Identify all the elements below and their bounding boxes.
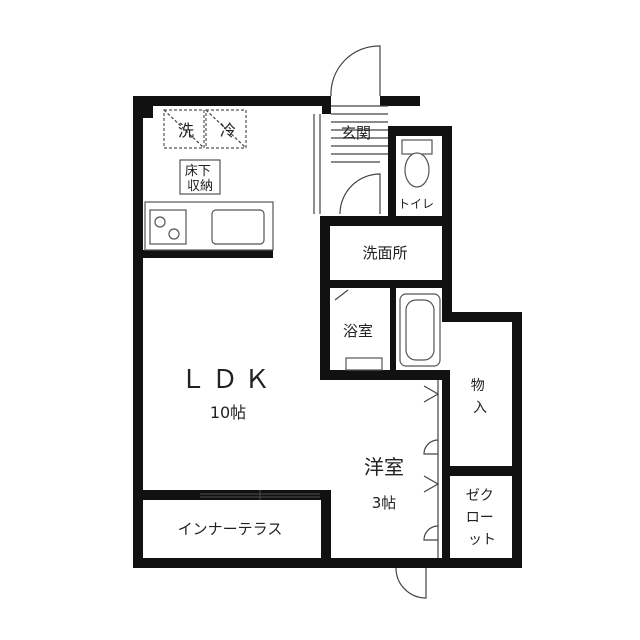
wall-top-toilet: [388, 126, 450, 136]
western-room-size: 3帖: [372, 494, 397, 512]
western-room-window-door: [395, 567, 427, 599]
inner-terrace-label: インナーテラス: [178, 520, 283, 538]
wall-kitchen-bottom: [143, 250, 273, 258]
wall-corner: [143, 106, 153, 118]
wall-bath-top: [320, 280, 450, 288]
wall-terrace-right: [321, 490, 331, 568]
bath-step: [345, 357, 383, 371]
wall-washroom-top: [320, 216, 450, 226]
bath-door-marker: [334, 289, 349, 301]
underfloor-storage-box: [179, 159, 221, 195]
underfloor-storage-label: 床下 収納: [185, 164, 215, 194]
bathtub-inner: [405, 299, 435, 361]
ldk-label: ＬＤＫ: [180, 365, 276, 395]
ldk-size: 10帖: [210, 403, 246, 422]
toilet-label: トイレ: [398, 197, 434, 211]
closet-door-3: [423, 439, 439, 455]
fridge-diag: [205, 109, 247, 149]
toilet-tank: [401, 139, 433, 155]
front-door: [330, 45, 381, 97]
wall-washroom-left: [320, 216, 330, 380]
storage-label: 物 入: [471, 378, 489, 416]
wall-toilet-left: [388, 126, 396, 216]
underfloor-line-2: 収納: [187, 179, 213, 194]
kitchen-sink: [211, 209, 265, 245]
wall-top-ldk: [133, 96, 331, 106]
wall-storage-left: [442, 380, 450, 568]
closet-door-4: [423, 525, 439, 541]
closet-line-3: ット: [468, 532, 496, 548]
wall-storage-top: [442, 312, 520, 322]
burner-1-icon: [154, 216, 166, 228]
toilet-bowl-icon: [404, 152, 430, 188]
storage-line-2: 入: [473, 400, 487, 416]
wall-left: [133, 96, 143, 568]
wall-bath-bottom: [320, 370, 450, 380]
thin-lines: [200, 105, 439, 558]
burner-2-icon: [168, 228, 180, 240]
labels: 洗 冷 床下 収納 玄関 トイレ 洗面所 浴室 ＬＤＫ 10帖 洋室 3帖 物 …: [178, 121, 498, 548]
entrance-inner-door: [339, 173, 381, 215]
washroom-label: 洗面所: [362, 244, 407, 262]
wall-ldk-entrance: [322, 96, 331, 114]
wall-top-entrance: [380, 96, 420, 106]
entrance-label: 玄関: [341, 124, 371, 142]
washer-diag: [163, 109, 205, 149]
wall-bath-inner: [390, 288, 396, 370]
closet-label: ゼク ロー ット: [466, 488, 498, 548]
wall-terrace-top: [133, 490, 331, 500]
doors: [330, 45, 440, 599]
closet-line-2: ロー: [466, 510, 494, 526]
fridge-label: 冷: [220, 121, 236, 140]
storage-door-2: [423, 475, 440, 493]
wall-closet-top: [442, 466, 520, 476]
underfloor-line-1: 床下: [185, 164, 211, 179]
washer-label: 洗: [178, 121, 194, 140]
walls: [133, 96, 522, 568]
fixtures: [144, 109, 441, 371]
wall-right: [512, 312, 522, 568]
western-room-label: 洋室: [364, 455, 404, 479]
storage-door-1: [423, 385, 440, 403]
closet-line-1: ゼク: [466, 488, 494, 504]
bathroom-label: 浴室: [343, 322, 373, 340]
storage-line-1: 物: [471, 378, 485, 394]
stove: [149, 209, 187, 245]
